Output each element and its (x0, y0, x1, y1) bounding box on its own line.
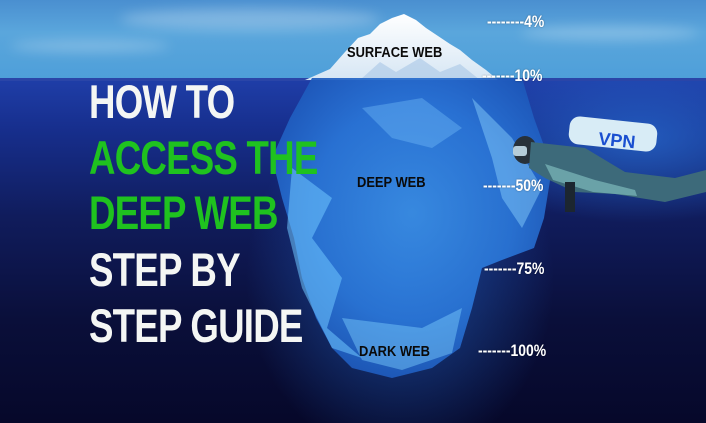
marker-dashes: ------- (484, 259, 517, 278)
marker-value: 100% (510, 341, 547, 360)
marker-100-percent: -------100% (478, 341, 546, 361)
marker-dashes: ------- (483, 176, 516, 195)
marker-dashes: ------- (478, 341, 511, 360)
marker-value: 10% (514, 66, 543, 85)
marker-75-percent: -------75% (484, 259, 544, 279)
cloud (520, 26, 700, 40)
deep-web-label: DEEP WEB (357, 174, 426, 191)
marker-50-percent: -------50% (483, 176, 543, 196)
marker-value: 4% (524, 12, 545, 31)
iceberg-underwater-icon (272, 78, 552, 378)
marker-value: 50% (515, 176, 544, 195)
marker-dashes: ------- (482, 66, 515, 85)
headline-line-2: ACCESS THE (89, 131, 318, 184)
scuba-diver-icon: VPN (513, 116, 706, 212)
cloud (10, 40, 170, 52)
marker-4-percent: --------4% (487, 12, 544, 32)
marker-value: 75% (516, 259, 545, 278)
headline-line-4: STEP BY (89, 243, 241, 296)
marker-dashes: -------- (487, 12, 525, 31)
vpn-tank-label: VPN (597, 129, 636, 153)
headline-line-1: HOW TO (89, 75, 235, 128)
cloud (120, 8, 380, 30)
iceberg-tip-icon (305, 14, 498, 80)
marker-10-percent: -------10% (482, 66, 542, 86)
headline-line-5: STEP GUIDE (89, 299, 303, 352)
headline-line-3: DEEP WEB (89, 186, 278, 239)
surface-web-label: SURFACE WEB (347, 44, 443, 61)
dark-web-label: DARK WEB (359, 343, 430, 360)
